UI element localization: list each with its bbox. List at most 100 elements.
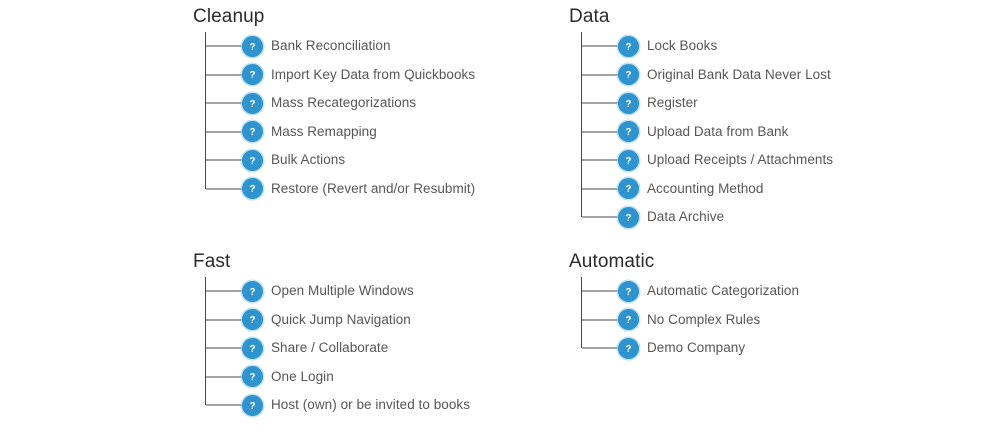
list-item[interactable]: ? Bank Reconciliation: [206, 32, 475, 61]
tree-branch: [206, 347, 242, 349]
list-item[interactable]: ? Open Multiple Windows: [206, 277, 470, 306]
tree-branch: [206, 159, 242, 161]
list-item[interactable]: ? Accounting Method: [582, 175, 833, 204]
list-item[interactable]: ? Automatic Categorization: [582, 277, 799, 306]
svg-text:?: ?: [250, 70, 256, 81]
question-mark-icon[interactable]: ?: [618, 309, 639, 331]
list-item[interactable]: ? Mass Remapping: [206, 118, 475, 147]
svg-text:?: ?: [250, 372, 256, 383]
list-item-label: Upload Data from Bank: [647, 123, 789, 139]
svg-text:?: ?: [626, 344, 632, 355]
svg-text:?: ?: [626, 156, 632, 167]
list-item-label: Register: [647, 95, 698, 111]
svg-text:?: ?: [626, 42, 632, 53]
list-item[interactable]: ? Share / Collaborate: [206, 334, 470, 363]
svg-text:?: ?: [626, 127, 632, 138]
group-title-automatic: Automatic: [569, 251, 655, 272]
question-mark-icon[interactable]: ?: [242, 280, 263, 302]
question-mark-icon[interactable]: ?: [618, 92, 639, 114]
list-item-label: Bulk Actions: [271, 152, 346, 168]
question-mark-icon[interactable]: ?: [618, 121, 639, 143]
svg-text:?: ?: [626, 213, 632, 224]
list-item[interactable]: ? One Login: [206, 363, 470, 392]
list-item[interactable]: ? Mass Recategorizations: [206, 89, 475, 118]
svg-text:?: ?: [250, 315, 256, 326]
tree-automatic: ? Automatic Categorization ? No Complex …: [568, 277, 799, 363]
question-mark-icon[interactable]: ?: [618, 35, 639, 57]
question-mark-icon[interactable]: ?: [618, 206, 639, 228]
tree-trunk-automatic: [581, 277, 582, 348]
question-mark-icon[interactable]: ?: [242, 337, 263, 359]
svg-text:?: ?: [250, 287, 256, 298]
question-mark-icon[interactable]: ?: [242, 309, 263, 331]
list-item[interactable]: ? Original Bank Data Never Lost: [582, 61, 833, 90]
list-item[interactable]: ? No Complex Rules: [582, 306, 799, 335]
list-item[interactable]: ? Upload Receipts / Attachments: [582, 146, 833, 175]
list-item[interactable]: ? Data Archive: [582, 203, 833, 232]
question-mark-icon[interactable]: ?: [618, 280, 639, 302]
list-item[interactable]: ? Register: [582, 89, 833, 118]
group-title-fast: Fast: [193, 251, 231, 272]
svg-text:?: ?: [250, 344, 256, 355]
question-mark-icon[interactable]: ?: [242, 149, 263, 171]
list-item[interactable]: ? Restore (Revert and/or Resubmit): [206, 175, 475, 204]
svg-text:?: ?: [626, 99, 632, 110]
group-title-cleanup: Cleanup: [193, 6, 265, 27]
tree-branch: [206, 74, 242, 76]
tree-data: ? Lock Books ? Original Bank Data Never …: [568, 32, 833, 232]
list-item-label: One Login: [271, 368, 334, 384]
question-mark-icon[interactable]: ?: [242, 121, 263, 143]
svg-text:?: ?: [250, 401, 256, 412]
list-item-label: Mass Recategorizations: [271, 95, 417, 111]
list-item[interactable]: ? Host (own) or be invited to books: [206, 391, 470, 420]
list-item[interactable]: ? Bulk Actions: [206, 146, 475, 175]
group-automatic: Automatic ? Automatic Categorization ? N…: [568, 251, 799, 363]
tree-branch: [582, 216, 618, 218]
question-mark-icon[interactable]: ?: [242, 92, 263, 114]
question-mark-icon[interactable]: ?: [618, 178, 639, 200]
list-item[interactable]: ? Quick Jump Navigation: [206, 306, 470, 335]
question-mark-icon[interactable]: ?: [242, 178, 263, 200]
list-item-label: Restore (Revert and/or Resubmit): [271, 180, 476, 196]
svg-text:?: ?: [250, 99, 256, 110]
svg-text:?: ?: [250, 156, 256, 167]
tree-branch: [206, 188, 242, 190]
list-item-label: Data Archive: [647, 209, 725, 225]
tree-branch: [206, 319, 242, 321]
svg-text:?: ?: [626, 184, 632, 195]
svg-text:?: ?: [250, 42, 256, 53]
list-item-label: Bank Reconciliation: [271, 38, 391, 54]
tree-branch: [582, 290, 618, 292]
tree-branch: [206, 131, 242, 133]
group-title-data: Data: [569, 6, 610, 27]
list-item-label: Host (own) or be invited to books: [271, 397, 470, 413]
list-item-label: Open Multiple Windows: [271, 283, 414, 299]
question-mark-icon[interactable]: ?: [242, 35, 263, 57]
question-mark-icon[interactable]: ?: [242, 394, 263, 416]
question-mark-icon[interactable]: ?: [618, 64, 639, 86]
list-item[interactable]: ? Demo Company: [582, 334, 799, 363]
tree-branch: [582, 74, 618, 76]
question-mark-icon[interactable]: ?: [242, 64, 263, 86]
question-mark-icon[interactable]: ?: [242, 366, 263, 388]
tree-branch: [582, 159, 618, 161]
tree-trunk-cleanup: [205, 32, 206, 189]
list-item[interactable]: ? Lock Books: [582, 32, 833, 61]
svg-text:?: ?: [250, 127, 256, 138]
svg-text:?: ?: [626, 70, 632, 81]
list-item-label: Accounting Method: [647, 180, 764, 196]
list-item[interactable]: ? Upload Data from Bank: [582, 118, 833, 147]
tree-cleanup: ? Bank Reconciliation ? Import Key Data …: [192, 32, 475, 203]
question-mark-icon[interactable]: ?: [618, 337, 639, 359]
list-item[interactable]: ? Import Key Data from Quickbooks: [206, 61, 475, 90]
tree-branch: [582, 188, 618, 190]
question-mark-icon[interactable]: ?: [618, 149, 639, 171]
tree-branch: [206, 290, 242, 292]
tree-branch: [582, 45, 618, 47]
tree-branch: [582, 102, 618, 104]
svg-text:?: ?: [250, 184, 256, 195]
tree-trunk-fast: [205, 277, 206, 405]
group-data: Data ? Lock Books ? Original Bank Data N…: [568, 6, 833, 232]
svg-text:?: ?: [626, 287, 632, 298]
